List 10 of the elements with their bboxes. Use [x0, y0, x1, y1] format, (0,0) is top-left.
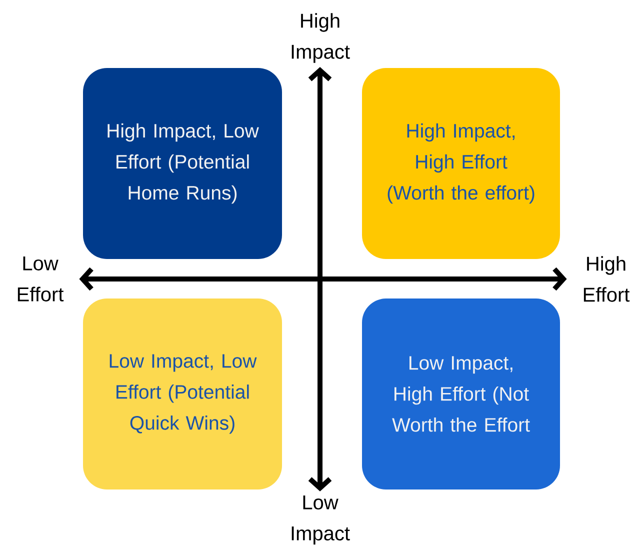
axis-label: Low Effort — [18, 256, 64, 302]
axis-label: High Impact — [292, 13, 350, 63]
quadrant-box: Low Impact, Low Effort (Potential Quick Wins) — [83, 298, 282, 490]
axis-arrow — [308, 67, 332, 492]
axis-label: High Effort — [584, 256, 630, 302]
quadrant-box: High Impact, High Effort (Worth the effort) — [362, 68, 560, 259]
axis-arrow — [79, 267, 567, 291]
quadrant-box: High Impact, Low Effort (Potential Home Runs) — [83, 68, 282, 259]
axis-label: Low Impact — [292, 496, 350, 544]
quadrant-box: Low Impact, High Effort (Not Worth the Effort — [362, 298, 560, 490]
